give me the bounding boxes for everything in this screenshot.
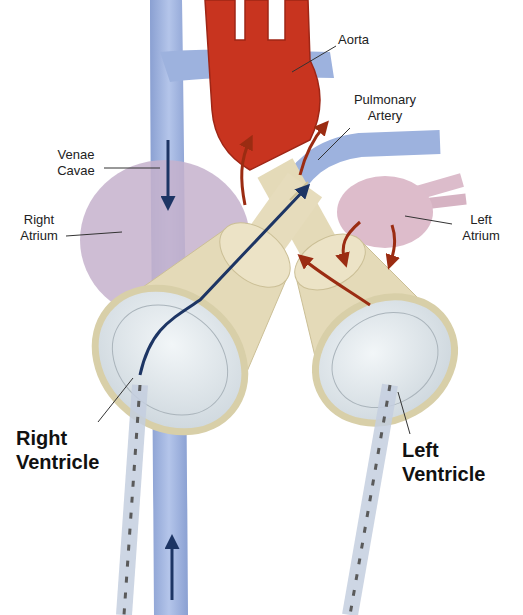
part-label: Left Ventricle <box>402 438 514 486</box>
part-label: Aorta <box>338 32 398 48</box>
leader-line <box>66 232 122 236</box>
aorta <box>205 0 320 170</box>
flow-arrow <box>167 140 170 205</box>
right-driveline-wire <box>124 385 140 615</box>
part-label: Right Atrium <box>10 212 68 243</box>
part-label: Venae Cavae <box>50 147 102 178</box>
leader-line <box>98 378 133 422</box>
flow-arrow <box>302 258 370 305</box>
flow-arrow <box>390 225 395 264</box>
flow-arrow <box>140 188 306 375</box>
leader-line <box>398 392 410 434</box>
right-driveline <box>124 385 140 615</box>
leader-line <box>104 168 160 169</box>
right-pump-face <box>66 258 273 461</box>
right-pump-neck <box>208 210 303 301</box>
leader-line <box>318 128 350 160</box>
leader-line <box>292 46 336 72</box>
left-driveline <box>350 385 390 615</box>
flow-arrow <box>171 540 174 600</box>
right-pump-disc <box>90 282 249 438</box>
part-label: Left Atrium <box>452 212 510 243</box>
leader-line <box>405 216 452 224</box>
flow-arrow <box>300 125 325 175</box>
part-label: Pulmonary Artery <box>345 92 425 123</box>
left-pump-neck <box>285 223 375 302</box>
flow-arrow <box>242 140 250 205</box>
flow-arrow <box>343 222 360 262</box>
left-driveline-wire <box>350 385 390 615</box>
part-label: Right Ventricle <box>16 426 128 474</box>
